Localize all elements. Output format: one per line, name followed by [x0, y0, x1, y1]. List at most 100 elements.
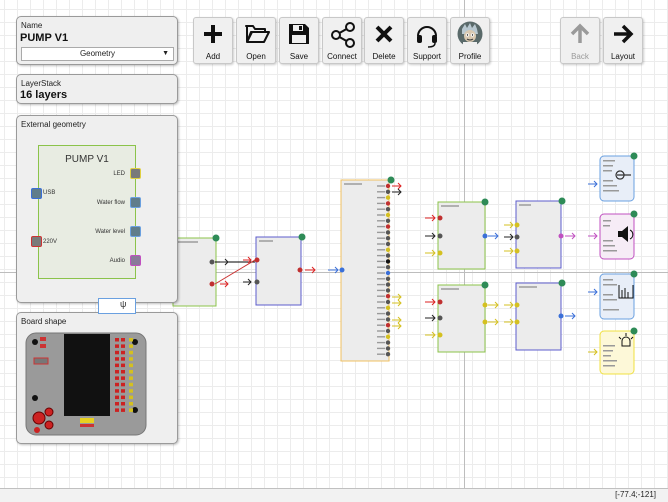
- board-shape-preview[interactable]: [25, 332, 147, 437]
- mcu-pin[interactable]: [385, 241, 391, 247]
- mcu-pin[interactable]: [385, 299, 391, 305]
- mcu-pin[interactable]: [385, 253, 391, 258]
- mcu-pin[interactable]: [385, 328, 391, 334]
- cursor-coordinates: [-77.4;-121]: [615, 490, 656, 499]
- mcu-pin[interactable]: [385, 259, 391, 264]
- node-relay-top[interactable]: [437, 198, 489, 270]
- mcu-pin[interactable]: [385, 195, 391, 200]
- mcu-pin[interactable]: [385, 323, 391, 328]
- mcu-pin[interactable]: [385, 294, 391, 299]
- board-header-pin: [115, 363, 119, 368]
- mcu-pin-label: [377, 225, 385, 228]
- board-header-pin: [121, 370, 125, 374]
- mcu-pin[interactable]: [385, 201, 391, 206]
- device-outline[interactable]: PUMP V1 USB 220V LED Water flow Water le…: [31, 145, 141, 279]
- profile-button[interactable]: Profile: [450, 17, 490, 64]
- add-button-label: Add: [205, 52, 221, 61]
- back-button[interactable]: Back: [560, 17, 600, 64]
- node-module-a[interactable]: [172, 234, 220, 307]
- pin-usb[interactable]: [31, 188, 42, 199]
- board-header-pin: [115, 395, 119, 400]
- board-header-pin: [121, 402, 125, 406]
- mcu-pin-label: [377, 202, 385, 205]
- geometry-select[interactable]: Geometry ▼: [21, 47, 174, 61]
- node-module-b[interactable]: [254, 233, 306, 306]
- layerstack-panel[interactable]: LayerStack 16 layers: [16, 74, 178, 104]
- board-header-pin: [121, 357, 125, 361]
- node-driver-bottom[interactable]: [514, 279, 566, 351]
- mcu-pin[interactable]: [385, 311, 391, 316]
- mcu-pin[interactable]: [385, 334, 391, 339]
- pin-220v[interactable]: [31, 236, 42, 247]
- node-mcu[interactable]: [339, 176, 395, 362]
- board-header-pin: [121, 389, 125, 393]
- mcu-pin[interactable]: [385, 276, 391, 281]
- mcu-pin[interactable]: [385, 346, 391, 351]
- board-header-pin: [129, 344, 133, 348]
- node-relay-bottom[interactable]: [437, 281, 489, 353]
- pin-led-label: LED: [113, 171, 125, 177]
- mcu-pin-label: [377, 307, 385, 309]
- mcu-pin[interactable]: [385, 270, 391, 276]
- pin-audio[interactable]: [130, 255, 141, 266]
- save-button[interactable]: Save: [279, 17, 319, 64]
- mcu-pin[interactable]: [385, 189, 391, 194]
- mcu-pin[interactable]: [385, 247, 391, 252]
- node-led[interactable]: [599, 327, 638, 375]
- mcu-pin[interactable]: [385, 305, 391, 310]
- mcu-pin[interactable]: [385, 183, 391, 189]
- pin-water-flow[interactable]: [130, 197, 141, 208]
- node-flow-sensor[interactable]: [599, 152, 638, 202]
- mcu-pin[interactable]: [385, 207, 391, 212]
- open-button[interactable]: Open: [236, 17, 276, 64]
- board-shape-label: Board shape: [21, 317, 67, 326]
- mcu-pin[interactable]: [385, 352, 391, 357]
- mcu-pin[interactable]: [385, 340, 391, 345]
- support-button-label: Support: [412, 52, 442, 61]
- mcu-pin[interactable]: [385, 218, 391, 223]
- pin-led[interactable]: [130, 168, 141, 179]
- mcu-pin-label: [377, 336, 385, 338]
- signal-arrow: [392, 293, 402, 301]
- add-button[interactable]: Add: [193, 17, 233, 64]
- usb-connector-node[interactable]: ψ: [98, 298, 136, 314]
- mcu-pin-label: [377, 324, 385, 326]
- pin-usb-label: USB: [43, 190, 56, 196]
- connect-button[interactable]: Connect: [322, 17, 362, 64]
- device-title: PUMP V1: [65, 154, 109, 165]
- mcu-pin[interactable]: [385, 230, 391, 235]
- layout-button[interactable]: Layout: [603, 17, 643, 64]
- mcu-pin[interactable]: [385, 317, 391, 322]
- mcu-pin[interactable]: [385, 282, 391, 287]
- mcu-pin-label: [377, 254, 385, 257]
- mcu-pin-label: [377, 266, 385, 268]
- signal-arrow: [392, 316, 402, 324]
- project-name[interactable]: PUMP V1: [20, 32, 69, 44]
- pin-water-level[interactable]: [130, 226, 141, 237]
- support-button[interactable]: Support: [407, 17, 447, 64]
- canvas-axis-horizontal: [0, 272, 668, 273]
- node-speaker[interactable]: [599, 210, 638, 260]
- node-driver-top[interactable]: [514, 197, 566, 269]
- arrow-right-icon: [614, 24, 634, 44]
- mcu-pin-label: [377, 237, 385, 239]
- board-header-pin: [115, 350, 119, 355]
- board-header-pin: [129, 382, 133, 387]
- board-header-pin: [129, 376, 133, 380]
- mcu-pin[interactable]: [385, 212, 391, 218]
- board-header-pin: [115, 408, 119, 412]
- board-header-pin: [115, 382, 119, 387]
- delete-button[interactable]: Delete: [364, 17, 404, 64]
- board-header-pin: [115, 389, 119, 393]
- mcu-pin[interactable]: [385, 265, 391, 270]
- open-button-label: Open: [246, 52, 266, 61]
- node-level-sensor[interactable]: [599, 270, 638, 320]
- signal-arrow: [392, 188, 402, 196]
- mcu-pin[interactable]: [385, 288, 391, 293]
- mcu-pin-label: [377, 278, 385, 280]
- mcu-pin[interactable]: [385, 236, 391, 241]
- profile-button-label: Profile: [458, 52, 482, 61]
- mcu-pin[interactable]: [385, 224, 391, 229]
- mcu-pin-label: [377, 347, 385, 350]
- mcu-pin-label: [377, 353, 385, 355]
